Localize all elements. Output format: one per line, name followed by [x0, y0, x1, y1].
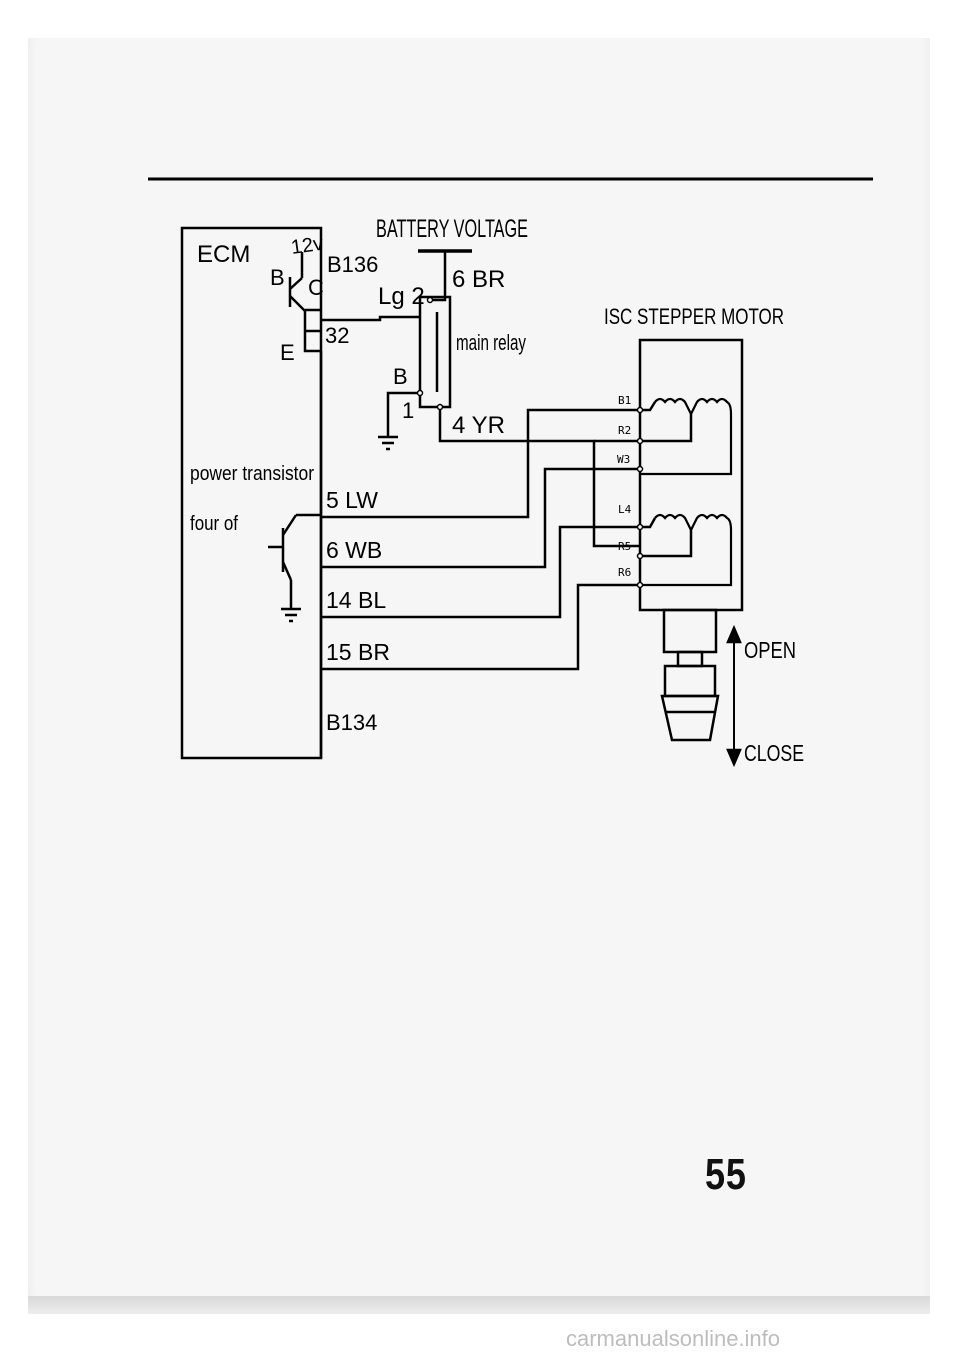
pin-l4-label: L4	[618, 503, 632, 516]
voltage-12v-label: 12v	[290, 233, 325, 259]
close-label: CLOSE	[744, 740, 804, 766]
terminal-w3	[636, 465, 644, 473]
ecm-label: ECM	[197, 241, 250, 268]
wire-14bl	[321, 525, 640, 619]
power-transistor-collector	[281, 514, 298, 536]
lg2-label: Lg 2	[378, 283, 425, 310]
terminal-relay-b	[416, 389, 424, 397]
wire-6wb	[321, 467, 640, 569]
transistor-b-label: B	[270, 265, 285, 290]
wire-14bl-label: 14 BL	[326, 587, 386, 613]
transistor-collector	[289, 277, 303, 290]
main-relay-label: main relay	[456, 330, 526, 355]
terminal-r6	[636, 581, 644, 589]
pin-r2-label: R2	[618, 424, 631, 437]
transistor-emitter-lead	[303, 311, 321, 353]
page-edge-shadow	[28, 1296, 930, 1314]
b136-label: B136	[327, 252, 378, 277]
b134-label: B134	[326, 710, 377, 735]
wire-6wb-label: 6 WB	[326, 537, 382, 563]
pin-b1-label: B1	[618, 394, 631, 407]
terminal-b1	[636, 406, 644, 414]
coil-2	[641, 513, 733, 587]
manual-page	[28, 38, 930, 1310]
coil-2-lead-left	[640, 517, 657, 529]
transistor-emitter	[289, 295, 306, 312]
wire-5lw	[321, 408, 640, 519]
terminal-l4	[636, 523, 644, 531]
plunger-body	[663, 664, 717, 698]
pin-w3-label: W3	[617, 453, 630, 466]
terminal-relay-out	[436, 403, 444, 411]
battery-voltage-label: BATTERY VOLTAGE	[376, 215, 528, 243]
open-label: OPEN	[744, 637, 796, 663]
lg2-wire	[321, 315, 420, 322]
main-relay-box	[418, 295, 452, 409]
relay-1-label: 1	[402, 398, 414, 423]
plunger-neck	[676, 650, 704, 668]
relay-b-ground-wire	[386, 391, 420, 437]
plunger-top	[662, 608, 718, 654]
battery-feed-wire	[430, 251, 447, 302]
terminal-r2	[636, 437, 644, 445]
four-of-label: four of	[190, 513, 238, 535]
yr4-label: 4 YR	[452, 412, 505, 439]
plunger-tip	[660, 694, 720, 742]
br6-label: 6 BR	[452, 266, 505, 293]
power-transistor-emitter	[281, 561, 293, 581]
terminal-r5	[636, 552, 644, 560]
power-transistor-label: power transistor	[190, 463, 314, 485]
coil-1-center-tap	[640, 414, 693, 443]
relay-b-label: B	[393, 364, 408, 389]
transistor-e-label: E	[280, 340, 295, 365]
pin-32-label: 32	[325, 323, 349, 348]
coil-2-center-tap	[640, 530, 693, 558]
wire-15br	[321, 583, 640, 671]
pin-r5-label: R5	[618, 540, 631, 553]
wire-15br-label: 15 BR	[326, 639, 390, 665]
watermark-text: carmanualsonline.info	[566, 1326, 781, 1351]
page-number: 55	[705, 1150, 747, 1199]
pin-r6-label: R6	[618, 566, 631, 579]
coil-1	[641, 397, 733, 476]
wire-5lw-label: 5 LW	[326, 487, 378, 513]
transistor-c-label: C	[308, 275, 324, 300]
coil-1-lead-left	[640, 401, 657, 412]
open-arrow-head	[726, 624, 742, 644]
terminal-relay-in	[426, 296, 434, 304]
isc-motor-label: ISC STEPPER MOTOR	[604, 304, 784, 329]
close-arrow-head	[726, 748, 742, 768]
